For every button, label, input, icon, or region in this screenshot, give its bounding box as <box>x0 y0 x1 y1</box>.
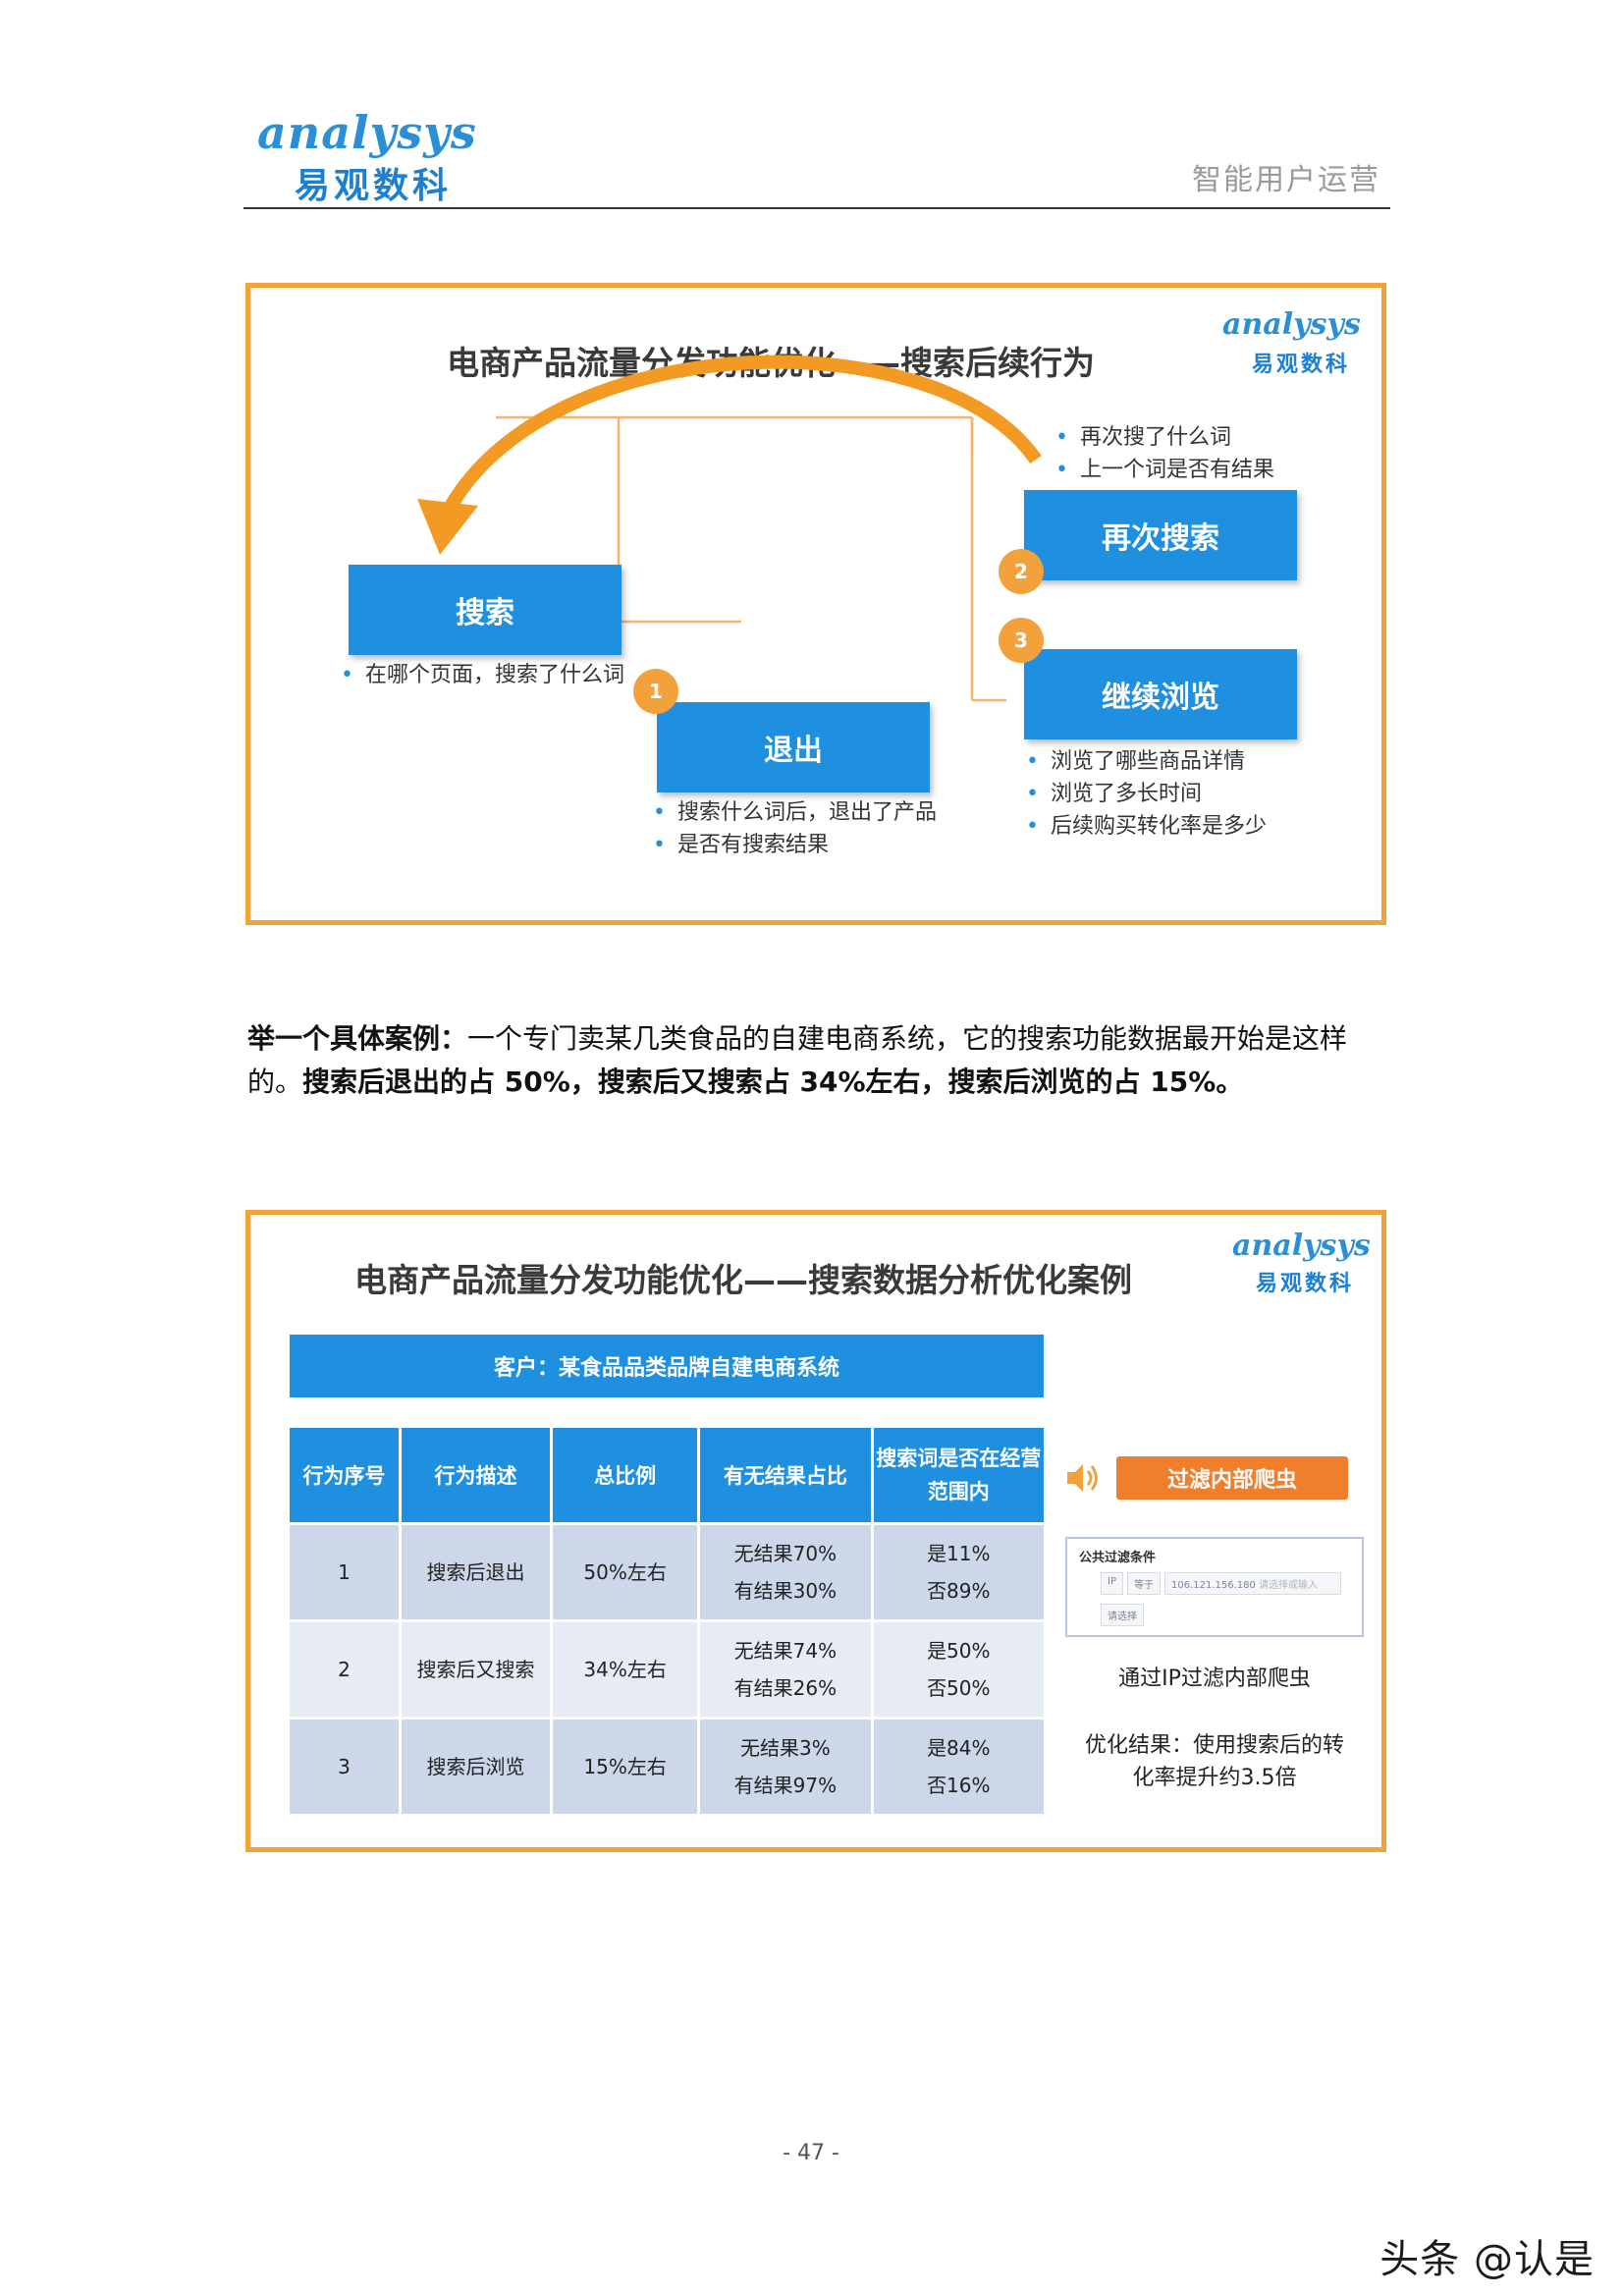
cell-seq: 3 <box>290 1720 399 1814</box>
cell-scope: 是11%否89% <box>873 1525 1044 1619</box>
list-item: •浏览了多长时间 <box>1026 782 1202 806</box>
case-paragraph: 举一个具体案例：一个专门卖某几类食品的自建电商系统，它的搜索功能数据最开始是这样… <box>247 1017 1386 1104</box>
box-research: 再次搜索 <box>1024 490 1297 580</box>
cell-scope: 是50%否50% <box>873 1622 1044 1717</box>
table-row: 2 搜索后又搜索 34%左右 无结果74%有结果26% 是50%否50% <box>290 1622 1044 1717</box>
list-item: •浏览了哪些商品详情 <box>1026 749 1245 774</box>
list-item: •后续购买转化率是多少 <box>1026 814 1267 839</box>
list-item: •搜索什么词后，退出了产品 <box>653 800 937 825</box>
slide-case-study: 电商产品流量分发功能优化——搜索数据分析优化案例 analysys 易观数科 客… <box>245 1210 1386 1852</box>
filter-panel: 公共过滤条件 IP 等于 106.121.156.180 请选择或输入 请选择 <box>1065 1537 1364 1637</box>
filter-operator-select[interactable]: 等于 <box>1126 1572 1161 1595</box>
case-result-bold: 搜索后退出的占 50%，搜索后又搜索占 34%左右，搜索后浏览的占 15%。 <box>302 1066 1244 1098</box>
header-seq: 行为序号 <box>290 1428 399 1522</box>
list-item: •上一个词是否有结果 <box>1055 458 1274 482</box>
filter-value-input[interactable]: 106.121.156.180 请选择或输入 <box>1163 1572 1341 1595</box>
step-badge-3: 3 <box>999 618 1044 663</box>
cell-result: 无结果3%有结果97% <box>700 1720 871 1814</box>
cell-seq: 1 <box>290 1525 399 1619</box>
filter-panel-title: 公共过滤条件 <box>1079 1551 1157 1565</box>
cell-desc: 搜索后浏览 <box>401 1720 551 1814</box>
cell-ratio: 50%左右 <box>553 1525 698 1619</box>
table-header-row: 行为序号 行为描述 总比例 有无结果占比 搜索词是否在经营范围内 <box>290 1428 1044 1522</box>
slide1-logo-cn: 易观数科 <box>1252 353 1351 377</box>
table-caption: 客户：某食品品类品牌自建电商系统 <box>290 1335 1044 1397</box>
step-badge-1: 1 <box>633 669 678 714</box>
box-search: 搜索 <box>349 565 622 655</box>
filter-add-select[interactable]: 请选择 <box>1101 1604 1144 1626</box>
filter-crawler-button[interactable]: 过滤内部爬虫 <box>1116 1456 1348 1500</box>
slide-search-followup: 电商产品流量分发功能优化——搜索后续行为 analysys 易观数科 搜索 退出… <box>245 283 1386 925</box>
flow-connectors <box>417 355 1042 702</box>
list-item: •再次搜了什么词 <box>1055 425 1231 450</box>
box-exit: 退出 <box>657 702 930 793</box>
cell-scope: 是84%否16% <box>873 1720 1044 1814</box>
header-divider <box>243 207 1390 209</box>
page-number: - 47 - <box>783 2141 839 2165</box>
header-section-title: 智能用户运营 <box>1192 163 1380 197</box>
header-ratio: 总比例 <box>553 1428 698 1522</box>
case-lead-bold: 举一个具体案例： <box>247 1022 468 1055</box>
filter-condition-row: IP 等于 106.121.156.180 请选择或输入 <box>1101 1572 1341 1595</box>
header-desc: 行为描述 <box>401 1428 551 1522</box>
list-item: •在哪个页面，搜索了什么词 <box>341 663 624 687</box>
slide1-logo-en: analysys <box>1222 307 1361 342</box>
cell-seq: 2 <box>290 1622 399 1717</box>
cell-result: 无结果70%有结果30% <box>700 1525 871 1619</box>
slide2-title: 电商产品流量分发功能优化——搜索数据分析优化案例 <box>354 1261 1132 1299</box>
cell-ratio: 34%左右 <box>553 1622 698 1717</box>
speaker-icon <box>1067 1464 1098 1492</box>
box-browse: 继续浏览 <box>1024 649 1297 739</box>
browse-notes: •浏览了哪些商品详情 •浏览了多长时间 •后续购买转化率是多少 <box>1026 745 1267 843</box>
cell-desc: 搜索后又搜索 <box>401 1622 551 1717</box>
cell-result: 无结果74%有结果26% <box>700 1622 871 1717</box>
table-row: 1 搜索后退出 50%左右 无结果70%有结果30% 是11%否89% <box>290 1525 1044 1619</box>
slide2-logo-cn: 易观数科 <box>1256 1272 1355 1296</box>
cell-ratio: 15%左右 <box>553 1720 698 1814</box>
optimization-result: 优化结果：使用搜索后的转化率提升约3.5倍 <box>1084 1733 1344 1790</box>
list-item: •是否有搜索结果 <box>653 833 829 857</box>
header-scope: 搜索词是否在经营范围内 <box>873 1428 1044 1522</box>
table-row: 3 搜索后浏览 15%左右 无结果3%有结果97% 是84%否16% <box>290 1720 1044 1814</box>
header-result: 有无结果占比 <box>700 1428 871 1522</box>
slide2-logo-en: analysys <box>1232 1229 1371 1263</box>
header-logo-cn: 易观数科 <box>295 166 453 206</box>
research-notes: •再次搜了什么词 •上一个词是否有结果 <box>1055 421 1274 486</box>
watermark: 头条 @认是 <box>1379 2237 1595 2282</box>
step-badge-2: 2 <box>999 549 1044 594</box>
case-lead-text: 一个专门卖某几类食品的自建电商系统，它的搜索功能数据最开始是这样的。 <box>247 1022 1348 1098</box>
cell-desc: 搜索后退出 <box>401 1525 551 1619</box>
search-notes: •在哪个页面，搜索了什么词 <box>341 659 624 691</box>
case-table: 行为序号 行为描述 总比例 有无结果占比 搜索词是否在经营范围内 1 搜索后退出… <box>287 1425 1047 1817</box>
return-arrow <box>440 355 1042 518</box>
filter-note: 通过IP过滤内部爬虫 <box>1118 1667 1311 1691</box>
filter-field-select[interactable]: IP <box>1101 1572 1123 1595</box>
exit-notes: •搜索什么词后，退出了产品 •是否有搜索结果 <box>653 796 937 861</box>
header-logo-en: analysys <box>257 106 477 159</box>
